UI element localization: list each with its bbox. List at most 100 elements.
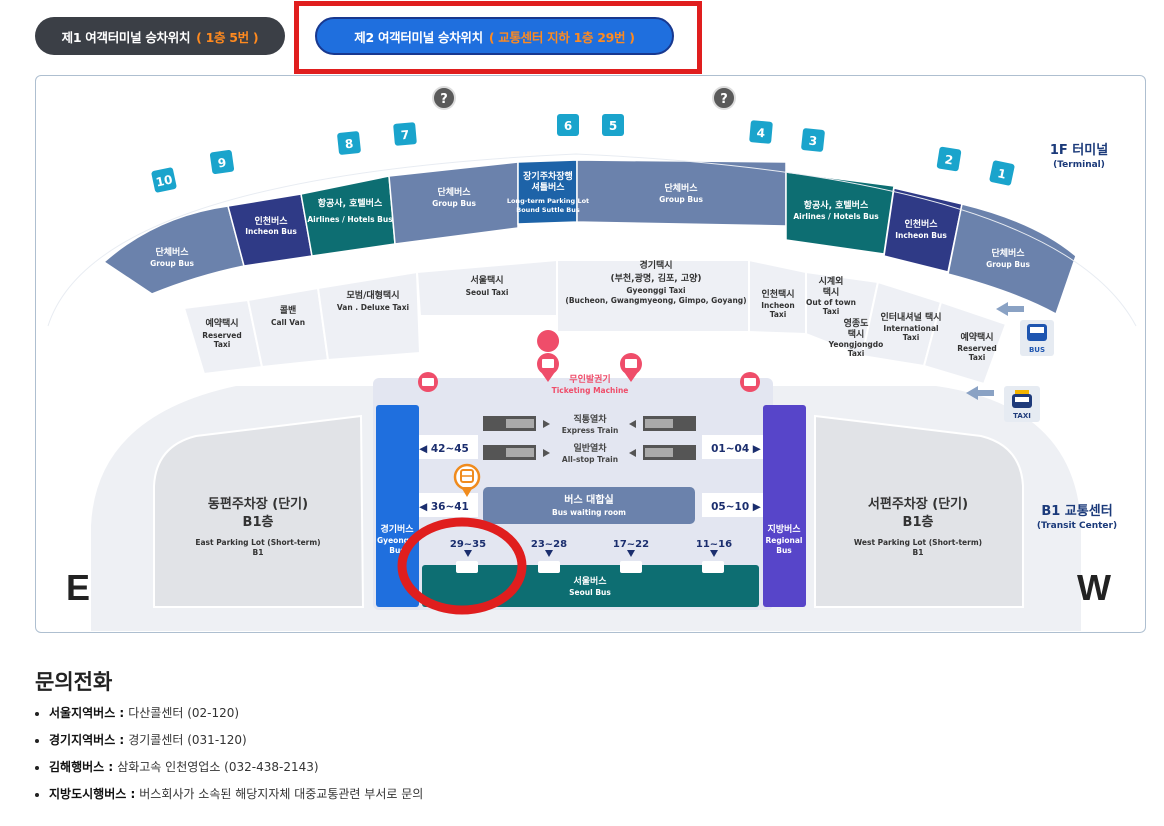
bus-zone-group-2 <box>388 161 519 245</box>
gate-badge-1: 1 <box>996 166 1007 181</box>
gate-box-05-10 <box>702 493 774 517</box>
gate-badges: 10 9 8 7 6 5 4 3 2 1 <box>151 114 1015 193</box>
tab-terminal-1-highlight: ( 1층 5번 ) <box>196 29 259 45</box>
bus-zone-label: 단체버스 <box>664 182 698 194</box>
list-item: 경기지역버스 :경기콜센터 (031-120) <box>35 727 423 754</box>
taxi-zone-label: 예약택시 <box>205 317 238 329</box>
taxi-zone-label-en: Seoul Taxi <box>466 288 509 297</box>
bus-waiting-room-label: 버스 대합실 <box>564 493 613 506</box>
taxi-zone-label-en: Out of town <box>806 298 856 307</box>
taxi-zone-callvan <box>246 286 330 369</box>
west-direction-label: W <box>1077 567 1111 608</box>
bus-zone-label: 장기주차장행 <box>523 170 573 182</box>
list-item: 서울지역버스 :다산콜센터 (02-120) <box>35 700 423 727</box>
bus-zone-label: 단체버스 <box>155 246 189 258</box>
taxi-zone-label: 영종도 <box>844 317 870 329</box>
bus-zone-label-en: Incheon Bus <box>245 227 297 236</box>
east-direction-label: E <box>66 567 90 608</box>
east-parking-lot <box>153 414 365 608</box>
taxi-zone-label-en: Taxi <box>848 349 865 358</box>
seoul-gate-label: 23~28 <box>531 539 567 550</box>
inquiry-list: 서울지역버스 :다산콜센터 (02-120) 경기지역버스 :경기콜센터 (03… <box>35 700 423 808</box>
highlight-circle <box>397 517 527 615</box>
svg-text:B1: B1 <box>253 548 264 557</box>
boarding-map: .ko{font-size:9px;font-weight:bold;text-… <box>35 75 1146 633</box>
svg-text:일반열차: 일반열차 <box>573 442 607 454</box>
gate-badge-10: 10 <box>155 172 174 189</box>
transit-center-label: B1 교통센터 <box>1041 503 1112 519</box>
taxi-zone-label: 시계외 <box>819 275 844 287</box>
terminal-label: 1F 터미널 <box>1050 142 1108 158</box>
bus-zone-label: 인천버스 <box>254 215 288 227</box>
gate-box-label: ◀ 36~41 <box>419 501 469 513</box>
taxi-zone-label-en: Taxi <box>969 353 986 362</box>
taxi-zone-label-en: Incheon <box>761 301 795 310</box>
bus-zone-label: 인천버스 <box>904 218 938 230</box>
seoul-gate-label: 11~16 <box>696 539 732 550</box>
ticketing-machine-icon <box>537 330 560 382</box>
taxi-zone-label: 택시 <box>848 329 865 340</box>
svg-text:Express Train: Express Train <box>562 426 619 435</box>
taxi-zone-label-en: Yeongjongdo <box>828 340 884 349</box>
bullet-icon <box>35 711 39 716</box>
tab-terminal-1[interactable]: 제1 여객터미널 승차위치 ( 1층 5번 ) <box>35 17 285 55</box>
bullet-icon <box>35 738 39 743</box>
bus-zone-label: 항공사, 호텔버스 <box>318 197 383 209</box>
gate-badge-4: 4 <box>756 126 766 141</box>
taxi-zone-label: 서울택시 <box>470 274 503 286</box>
bus-zone-label-en: Group Bus <box>150 259 194 268</box>
ticketing-machine-label-en: Ticketing Machine <box>552 386 629 395</box>
gate-badge-5: 5 <box>609 119 617 133</box>
regional-bus-zone <box>763 405 806 607</box>
bus-zone-label: 셔틀버스 <box>531 181 565 193</box>
taxi-zone-label-en: Call Van <box>271 318 305 327</box>
bus-zone-label-en: Group Bus <box>986 260 1030 269</box>
east-parking-floor: B1층 <box>243 514 274 530</box>
west-parking-floor: B1층 <box>903 514 934 530</box>
help-icon[interactable]: ? <box>712 86 736 110</box>
bus-zone-label-en: Group Bus <box>659 195 703 204</box>
bullet-icon <box>35 792 39 797</box>
regional-bus-label: 지방버스 <box>767 523 801 535</box>
bus-waiting-room <box>483 487 695 524</box>
list-item: 김해행버스 :삼화고속 인천영업소 (032-438-2143) <box>35 754 423 781</box>
gate-box-01-04 <box>702 435 774 459</box>
arrow-left-icon <box>966 386 994 400</box>
bus-zone-label-en: Airlines / Hotels Bus <box>793 212 879 221</box>
bullet-icon <box>35 765 39 770</box>
east-parking-label: 동편주차장 (단기) <box>208 496 308 512</box>
svg-text:직통열차: 직통열차 <box>573 413 607 425</box>
seoul-bus-label-en: Seoul Bus <box>569 588 611 597</box>
taxi-zone-label: (부천,광명, 김포, 고양) <box>611 272 702 284</box>
bus-icon: BUS <box>1020 320 1054 356</box>
taxi-zone-label-en: Taxi <box>903 333 920 342</box>
taxi-zone-label-en: Taxi <box>770 310 787 319</box>
ticketing-machine-icon <box>620 353 642 382</box>
regional-bus-label-en: Regional <box>766 536 803 545</box>
help-icon[interactable]: ? <box>432 86 456 110</box>
bus-zone-label-en: Incheon Bus <box>895 231 947 240</box>
taxi-icon: TAXI <box>1004 386 1040 422</box>
gate-box-label: 01~04 ▶ <box>711 443 762 455</box>
bus-zone-label-en: Long-term Parking Lot <box>507 197 589 205</box>
tab-terminal-2-highlight-frame <box>294 1 702 74</box>
gate-box-label: ◀ 42~45 <box>419 443 469 455</box>
tab-terminal-2[interactable]: 제2 여객터미널 승차위치 ( 교통센터 지하 1층 29번 ) <box>315 17 674 55</box>
taxi-zones <box>182 258 1008 386</box>
ticketing-machine-icon <box>740 372 760 392</box>
tab-terminal-1-label: 제1 여객터미널 승차위치 <box>61 29 191 45</box>
taxi-zone-label: 택시 <box>823 287 840 298</box>
regional-bus-label-en: Bus <box>776 546 792 555</box>
svg-text:?: ? <box>440 92 448 107</box>
west-parking-label: 서편주차장 (단기) <box>868 496 968 512</box>
bus-zone-label: 단체버스 <box>437 186 471 198</box>
allstop-train: 일반열차 All-stop Train <box>483 442 696 464</box>
bus-zone-label-en: Group Bus <box>432 199 476 208</box>
taxi-zone-label: 인터내셔널 택시 <box>880 311 941 323</box>
list-item: 지방도시행버스 :버스회사가 소속된 해당지자체 대중교통관련 부서로 문의 <box>35 781 423 808</box>
transit-center-label-en: (Transit Center) <box>1037 521 1117 531</box>
gyeonggi-bus-zone <box>376 405 419 607</box>
bus-zone-label: 단체버스 <box>991 247 1025 259</box>
svg-text:All-stop Train: All-stop Train <box>562 455 618 464</box>
seoul-gate-label: 29~35 <box>450 539 486 550</box>
